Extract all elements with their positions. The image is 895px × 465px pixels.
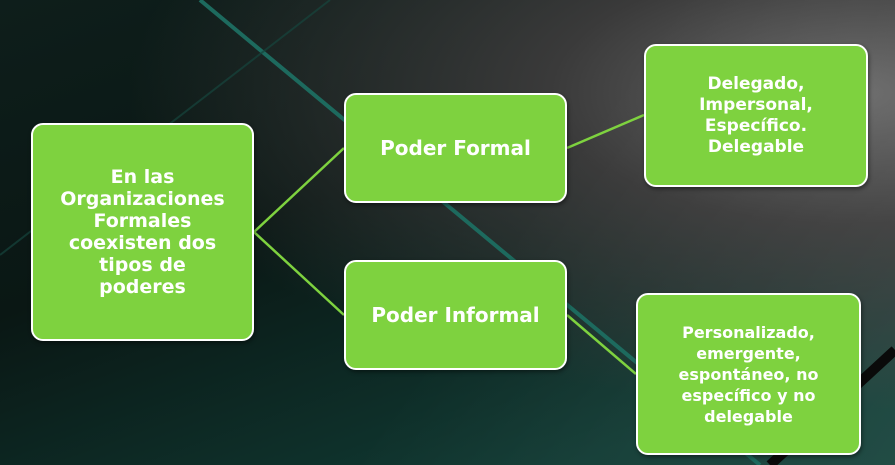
informal-power-label: Poder Informal	[371, 303, 540, 327]
formal-power-detail-node: Delegado, Impersonal, Específico. Delega…	[644, 44, 868, 187]
formal-power-label: Poder Formal	[380, 136, 531, 160]
root-node-text: En las Organizaciones Formales coexisten…	[60, 166, 225, 298]
formal-power-node: Poder Formal	[344, 93, 567, 203]
root-node: En las Organizaciones Formales coexisten…	[31, 123, 254, 341]
formal-power-detail-text: Delegado, Impersonal, Específico. Delega…	[699, 73, 813, 157]
connector-formal-to-detail	[566, 113, 645, 150]
informal-power-detail-text: Personalizado, emergente, espontáneo, no…	[678, 322, 819, 426]
connector-root-to-informal	[253, 231, 345, 316]
connector-informal-to-detail	[566, 314, 637, 375]
connector-root-to-formal	[253, 147, 345, 233]
informal-power-node: Poder Informal	[344, 260, 567, 370]
informal-power-detail-node: Personalizado, emergente, espontáneo, no…	[636, 293, 861, 455]
